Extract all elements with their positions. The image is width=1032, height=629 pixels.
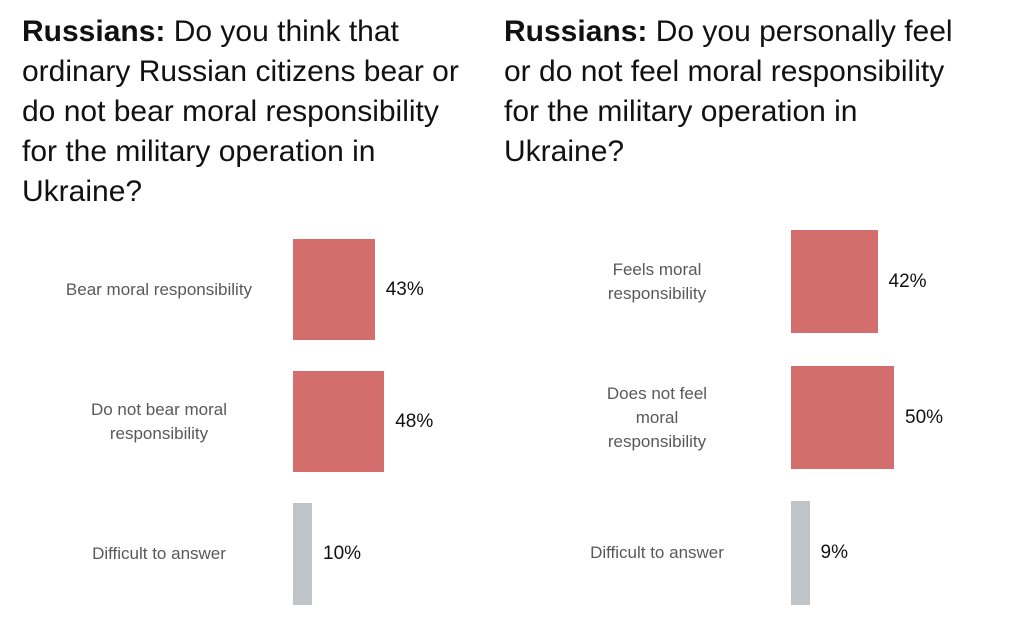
data-label: 10% bbox=[323, 543, 362, 564]
chart-2-title: Russians: Do you personally feel or do n… bbox=[504, 12, 953, 172]
data-label: 9% bbox=[820, 542, 848, 563]
title-line: Ukraine? bbox=[504, 135, 625, 168]
title-line: or do not feel moral responsibility bbox=[504, 55, 945, 88]
title-line: ordinary Russian citizens bear or bbox=[22, 55, 459, 88]
bar bbox=[791, 501, 810, 605]
title-line: Ukraine? bbox=[22, 175, 143, 208]
bar bbox=[293, 371, 385, 472]
chart-1-title: Russians: Do you think that ordinary Rus… bbox=[22, 12, 459, 212]
title-line: do not bear moral responsibility bbox=[22, 95, 439, 128]
category-label: Difficult to answer bbox=[92, 544, 226, 563]
data-label: 43% bbox=[385, 278, 424, 300]
category-label: Do not bear moral responsibility bbox=[90, 399, 228, 443]
title-line: for the military operation in bbox=[22, 135, 376, 168]
title-prefix: Russians: bbox=[504, 15, 648, 48]
title-line: Do you personally feel bbox=[655, 15, 953, 48]
category-label: Does not feel moral responsibility bbox=[606, 383, 708, 451]
category-label: Feels moral responsibility bbox=[607, 259, 707, 303]
category-label: Bear moral responsibility bbox=[65, 279, 253, 299]
title-line: Do you think that bbox=[173, 15, 399, 48]
category-label: Difficult to answer bbox=[590, 543, 724, 562]
data-label: 50% bbox=[905, 406, 944, 428]
title-line: for the military operation in bbox=[504, 95, 858, 128]
bar bbox=[293, 239, 375, 340]
title-prefix: Russians: bbox=[22, 15, 166, 48]
data-label: 48% bbox=[395, 410, 434, 432]
bar bbox=[791, 230, 878, 333]
bar bbox=[791, 366, 894, 469]
data-label: 42% bbox=[888, 270, 927, 292]
bar bbox=[293, 503, 312, 605]
